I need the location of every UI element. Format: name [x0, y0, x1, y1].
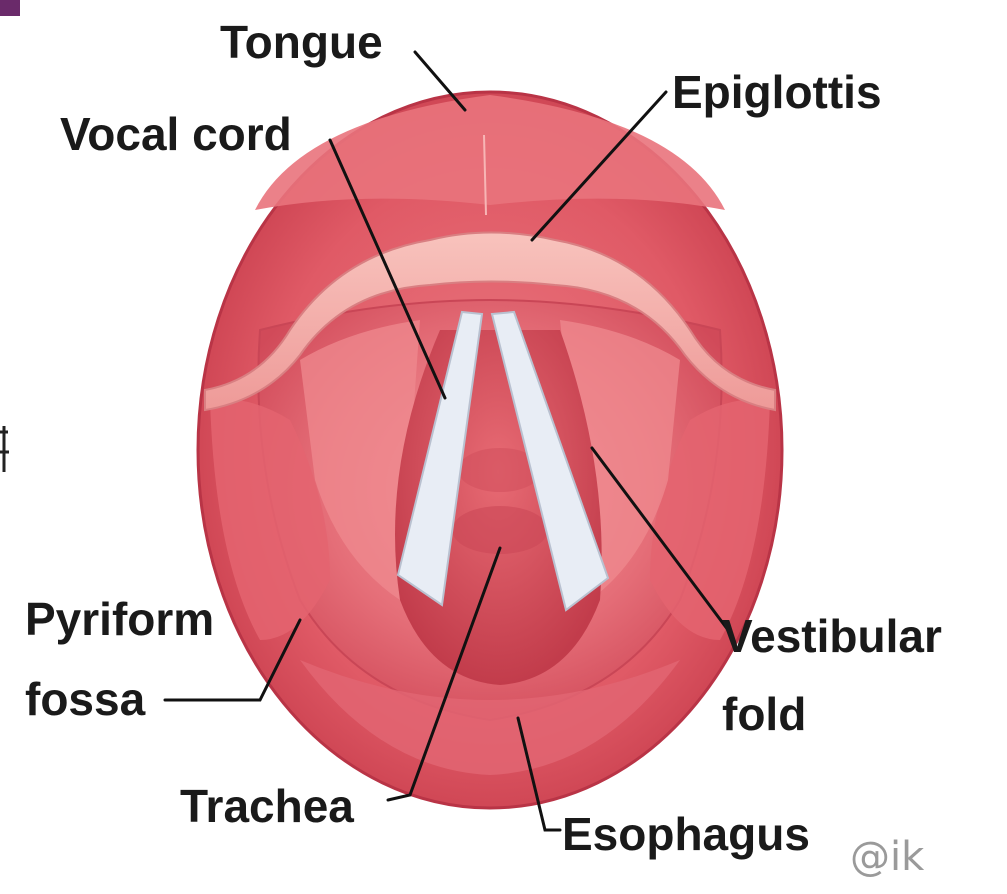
edge-mark	[0, 426, 9, 472]
esophagus-label: Esophagus	[562, 808, 810, 860]
watermark: @ik	[850, 834, 925, 880]
vestibular-label-line2: fold	[722, 688, 806, 740]
corner-accent	[0, 0, 20, 16]
pyriform-label-line1: Pyriform	[25, 593, 214, 645]
trachea-label: Trachea	[180, 780, 354, 832]
tongue-label: Tongue	[220, 16, 383, 68]
tongue-region	[255, 95, 725, 210]
pyriform-label-line2: fossa	[25, 673, 146, 725]
vestibular-label-line1: Vestibular	[722, 610, 942, 662]
epiglottis-label: Epiglottis	[672, 66, 882, 118]
vocal-cord-label: Vocal cord	[60, 108, 292, 160]
